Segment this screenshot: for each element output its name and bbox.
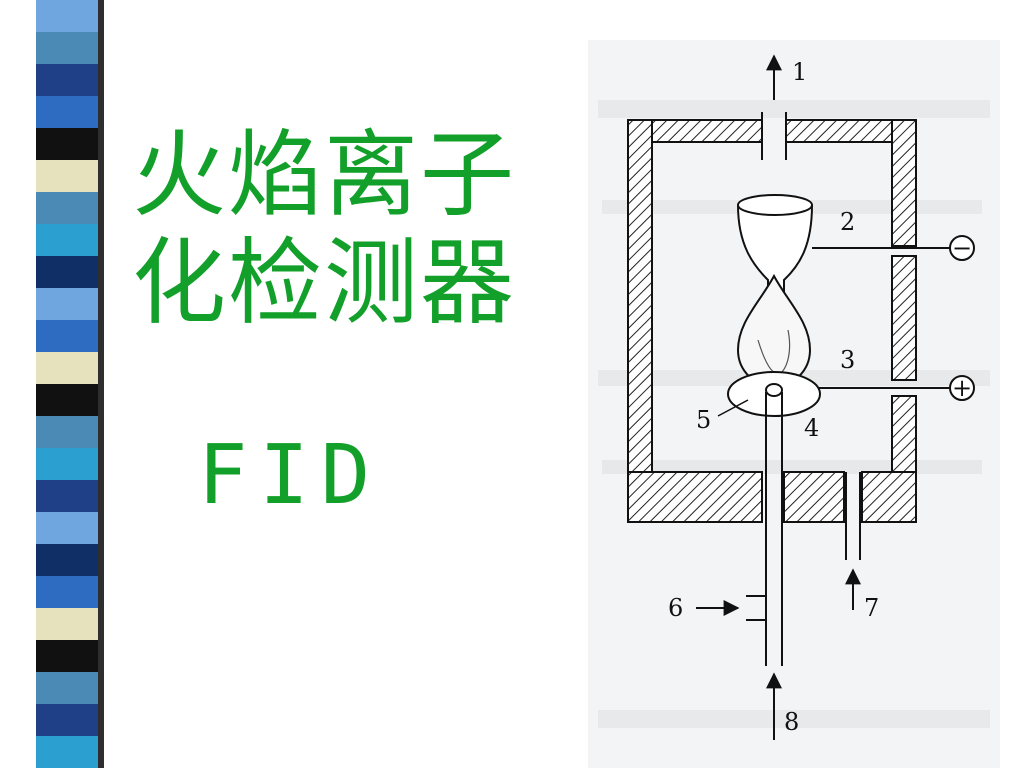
label-2: 2	[840, 208, 855, 236]
label-3: 3	[840, 346, 855, 374]
label-5-leader	[717, 399, 749, 417]
fid-schematic-svg: − + 1 2 3 4 5 6 7 8	[598, 54, 990, 740]
fid-schematic: − + 1 2 3 4 5 6 7 8	[588, 40, 1000, 768]
title-line-2: 化检测器	[132, 229, 517, 338]
slide-title: 火焰离子 化检测器	[132, 122, 552, 338]
exhaust-outlet	[761, 54, 787, 160]
label-7: 7	[864, 594, 879, 622]
label-5: 5	[696, 406, 711, 434]
air-inlet	[845, 472, 861, 610]
negative-terminal-icon	[949, 235, 975, 261]
minus-sign: −	[952, 234, 972, 262]
label-1: 1	[792, 58, 807, 86]
jet-nozzle	[765, 383, 783, 666]
side-bar-shadow	[98, 0, 104, 768]
positive-terminal-icon	[949, 375, 975, 401]
plus-sign: +	[952, 374, 972, 402]
detector-chamber	[627, 119, 917, 523]
title-line-1: 火焰离子	[132, 121, 517, 230]
decorative-side-bar	[36, 0, 98, 768]
label-8: 8	[784, 708, 799, 736]
abbreviation-text: FID	[198, 428, 383, 523]
side-inlet	[696, 595, 766, 621]
label-6: 6	[668, 594, 683, 622]
label-4: 4	[804, 414, 819, 442]
